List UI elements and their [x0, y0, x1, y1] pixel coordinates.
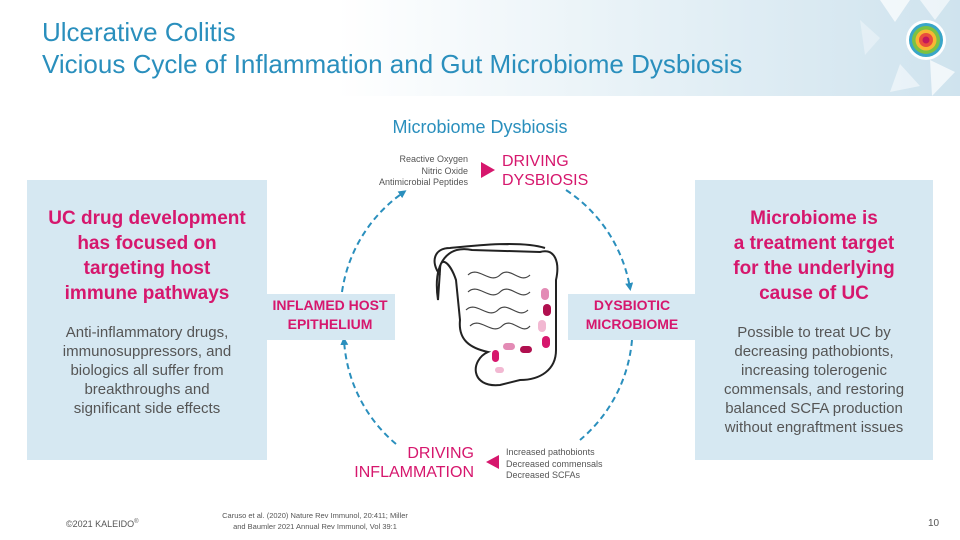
title-line-2: Vicious Cycle of Inflammation and Gut Mi… [42, 49, 743, 79]
right-panel-body: Possible to treat UC by decreasing patho… [695, 323, 933, 437]
intestine-coils [465, 271, 531, 330]
left-heading-line: has focused on [77, 233, 217, 254]
caption-line: DRIVING [502, 153, 569, 170]
right-body-line: commensals, and restoring [723, 381, 905, 398]
header-band [0, 0, 960, 96]
right-panel: Microbiome is a treatment target for the… [695, 180, 933, 460]
diagram-title: Microbiome Dysbiosis [392, 117, 568, 137]
right-body-line: decreasing pathobionts, [734, 343, 894, 360]
cycle-arc-bottom-left [340, 337, 397, 445]
node-line: INFLAMED HOST [272, 297, 388, 313]
node-inflamed-host-epithelium: INFLAMED HOST EPITHELIUM [265, 294, 395, 340]
node-line: EPITHELIUM [287, 316, 373, 332]
driving-dysbiosis-caption: DRIVING DYSBIOSIS [502, 152, 588, 190]
right-panel-heading: Microbiome is a treatment target for the… [695, 206, 933, 306]
driving-inflammation-caption: DRIVING INFLAMMATION [330, 444, 474, 482]
colon-illustration [433, 242, 559, 387]
right-heading-line: Microbiome is [750, 208, 878, 229]
citation-line: Caruso et al. (2020) Nature Rev Immunol,… [222, 511, 408, 520]
copyright-text: ©2021 KALEIDO [66, 519, 135, 529]
note-line: Reactive Oxygen [399, 154, 468, 164]
kaleido-logo-icon [909, 23, 943, 57]
decorative-triangles [860, 0, 955, 96]
node-line: DYSBIOTIC [593, 297, 671, 313]
left-heading-line: immune pathways [64, 283, 230, 304]
note-line: Antimicrobial Peptides [378, 177, 468, 187]
left-body-line: significant side effects [73, 400, 221, 417]
copyright: ©2021 KALEIDO® [66, 519, 139, 529]
right-heading-line: cause of UC [759, 283, 869, 304]
left-heading-line: UC drug development [48, 208, 246, 229]
title-line-1: Ulcerative Colitis [42, 17, 236, 47]
caption-line: DRIVING [407, 445, 474, 462]
right-heading-line: for the underlying [733, 258, 895, 279]
left-panel-heading: UC drug development has focused on targe… [27, 206, 267, 306]
right-heading-line: a treatment target [733, 233, 895, 254]
left-body-line: breakthroughs and [84, 381, 210, 398]
cycle-arc-top-left [341, 190, 407, 293]
left-panel: UC drug development has focused on targe… [27, 180, 267, 460]
right-body-line: Possible to treat UC by [737, 324, 891, 341]
caption-line: DYSBIOSIS [502, 172, 589, 189]
left-body-line: immunosuppressors, and [62, 343, 232, 360]
page-number: 10 [928, 518, 940, 529]
registered-mark: ® [134, 519, 139, 525]
page-title: Ulcerative Colitis Vicious Cycle of Infl… [42, 16, 742, 80]
right-body-line: without engraftment issues [724, 419, 904, 436]
left-panel-body: Anti-inflammatory drugs, immunosuppresso… [27, 323, 267, 418]
citation: Caruso et al. (2020) Nature Rev Immunol,… [200, 511, 430, 532]
left-body-line: biologics all suffer from [70, 362, 224, 379]
kaleido-logo [906, 20, 946, 60]
note-line: Decreased commensals [506, 458, 603, 469]
right-body-line: balanced SCFA production [725, 400, 903, 417]
note-line: Nitric Oxide [421, 165, 468, 176]
bottom-notes: Increased pathobionts Decreased commensa… [506, 447, 603, 482]
left-heading-line: targeting host [83, 258, 211, 279]
arrow-right-icon [481, 162, 495, 178]
right-body-line: increasing tolerogenic [741, 362, 887, 379]
cycle-arc-top-right [565, 189, 634, 291]
note-line: Decreased SCFAs [506, 470, 581, 480]
bacteria-markers [492, 288, 551, 373]
citation-line: and Baumler 2021 Annual Rev Immunol, Vol… [233, 521, 397, 531]
cycle-arc-bottom-right [579, 339, 633, 441]
caption-line: INFLAMMATION [354, 464, 474, 481]
left-body-line: Anti-inflammatory drugs, [65, 324, 229, 341]
top-notes: Reactive Oxygen Nitric Oxide Antimicrobi… [330, 154, 468, 189]
arrow-left-icon [486, 455, 499, 469]
node-line: MICROBIOME [585, 316, 679, 332]
node-dysbiotic-microbiome: DYSBIOTIC MICROBIOME [568, 294, 696, 340]
note-line: Increased pathobionts [506, 447, 595, 457]
